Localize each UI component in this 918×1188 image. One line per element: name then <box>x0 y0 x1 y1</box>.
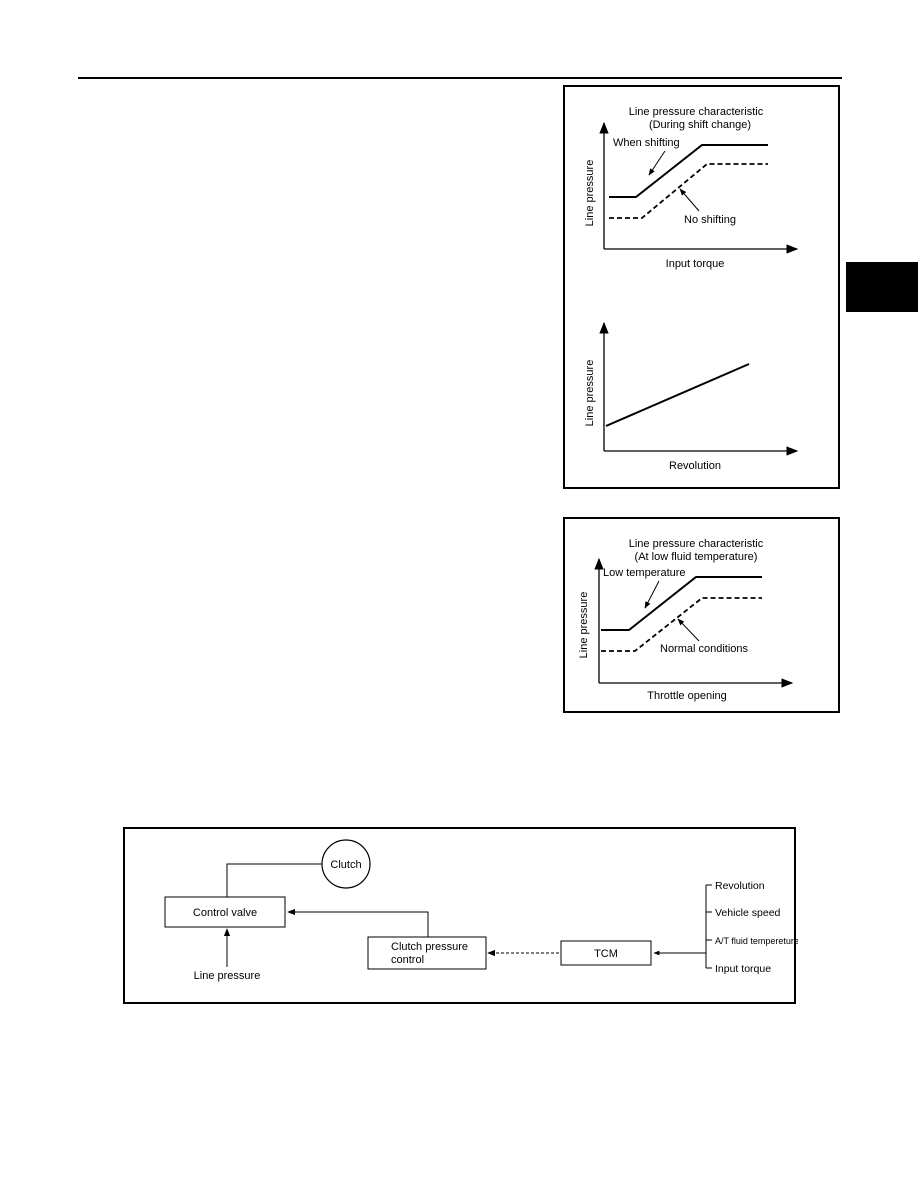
header-rule <box>78 77 842 79</box>
figure-line-pressure-shift-change: Line pressure characteristic (During shi… <box>563 85 840 489</box>
section-tab <box>846 262 918 312</box>
figure-2-svg: Line pressure characteristic (At low flu… <box>578 538 794 702</box>
label-when-shifting: When shifting <box>613 137 680 149</box>
figure-line-pressure-low-temp: Line pressure characteristic (At low flu… <box>563 517 840 713</box>
label-normal-conditions: Normal conditions <box>660 643 749 655</box>
label-low-temperature: Low temperature <box>603 567 686 579</box>
diagram-svg: Clutch Control valve Line pressure Clutc… <box>164 839 798 982</box>
input-vehicle-speed: Vehicle speed <box>715 907 781 919</box>
clutch-connector <box>226 863 322 897</box>
label-low-temperature-arrow <box>644 580 660 609</box>
control-valve-label: Control valve <box>193 907 257 919</box>
input-torque: Input torque <box>715 963 771 975</box>
input-fluid-temperature: A/T fluid tempereture <box>715 936 798 946</box>
cpc-to-valve-arrow <box>287 908 429 937</box>
x-axis-label: Input torque <box>666 258 725 270</box>
chart-title-line1: Line pressure characteristic <box>629 538 764 550</box>
tcm-label: TCM <box>594 948 618 960</box>
label-no-shifting-arrow <box>679 188 700 212</box>
series-when-shifting <box>609 144 768 198</box>
tcm-node <box>560 940 652 966</box>
input-revolution: Revolution <box>715 880 765 892</box>
series-no-shifting <box>609 163 768 219</box>
chart-title-line2: (At low fluid temperature) <box>635 551 758 563</box>
y-axis-label: Line pressure <box>584 160 596 227</box>
y-axis-label: Line pressure <box>578 592 590 659</box>
clutch-pressure-control-label-2: control <box>391 954 424 966</box>
series-normal-conditions <box>601 597 762 652</box>
label-normal-conditions-arrow <box>677 618 700 642</box>
x-axis-label: Throttle opening <box>647 690 727 702</box>
line-pressure-label: Line pressure <box>194 970 261 982</box>
clutch-pressure-control-diagram: Clutch Control valve Line pressure Clutc… <box>123 827 798 1004</box>
x-axis-label-2: Revolution <box>669 460 721 472</box>
chart-title-line2: (During shift change) <box>649 119 751 131</box>
clutch-pressure-control-label-1: Clutch pressure <box>391 941 468 953</box>
label-when-shifting-arrow <box>648 150 666 176</box>
clutch-label: Clutch <box>330 859 361 871</box>
control-valve-node <box>164 896 286 928</box>
chart-title-line1: Line pressure characteristic <box>629 106 764 118</box>
figure-1-svg: Line pressure characteristic (During shi… <box>584 106 799 472</box>
clutch-pressure-control-node <box>367 936 487 970</box>
series-low-temperature <box>601 576 762 631</box>
y-axis-label-2: Line pressure <box>584 360 596 427</box>
label-no-shifting: No shifting <box>684 214 736 226</box>
series-revolution <box>605 363 750 427</box>
